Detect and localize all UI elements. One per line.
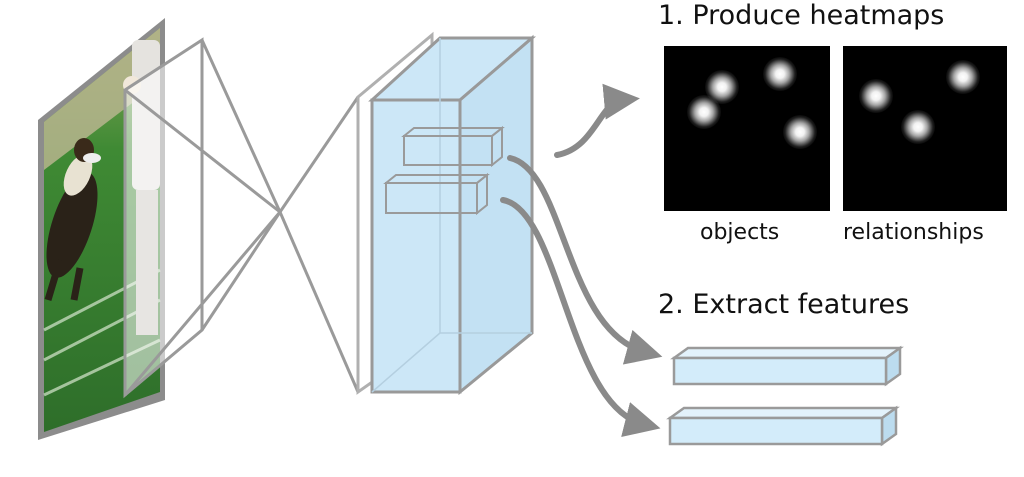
feature-vector-1 <box>670 345 904 387</box>
heatmap-label-objects: objects <box>700 220 780 245</box>
heatmap-peak <box>783 114 818 149</box>
heatmap-peak <box>858 78 893 113</box>
dog-figure <box>44 138 98 302</box>
flow-arrows <box>500 83 663 437</box>
arrow-to-feature-1 <box>507 155 663 365</box>
step-2-title: 2. Extract features <box>658 289 910 320</box>
input-plane <box>123 37 204 399</box>
heatmap-peak <box>945 60 980 95</box>
feature-volume <box>368 34 537 396</box>
heatmap-peak <box>763 57 798 92</box>
heatmap-peak <box>901 109 936 144</box>
feature-vector-2 <box>666 405 900 447</box>
arrow-to-feature-2 <box>500 197 661 437</box>
heatmap-objects <box>664 46 830 211</box>
arrow-to-heatmaps <box>554 83 640 158</box>
inner-slice-2 <box>383 172 490 216</box>
heatmap-label-relationships: relationships <box>843 220 984 245</box>
frisbee <box>83 153 101 163</box>
step-1-title: 1. Produce heatmaps <box>658 0 945 31</box>
heatmap-peak <box>686 95 721 129</box>
heatmap-relationships <box>843 46 1007 211</box>
inner-slice-1 <box>401 125 505 168</box>
convergence-lines <box>123 39 360 396</box>
